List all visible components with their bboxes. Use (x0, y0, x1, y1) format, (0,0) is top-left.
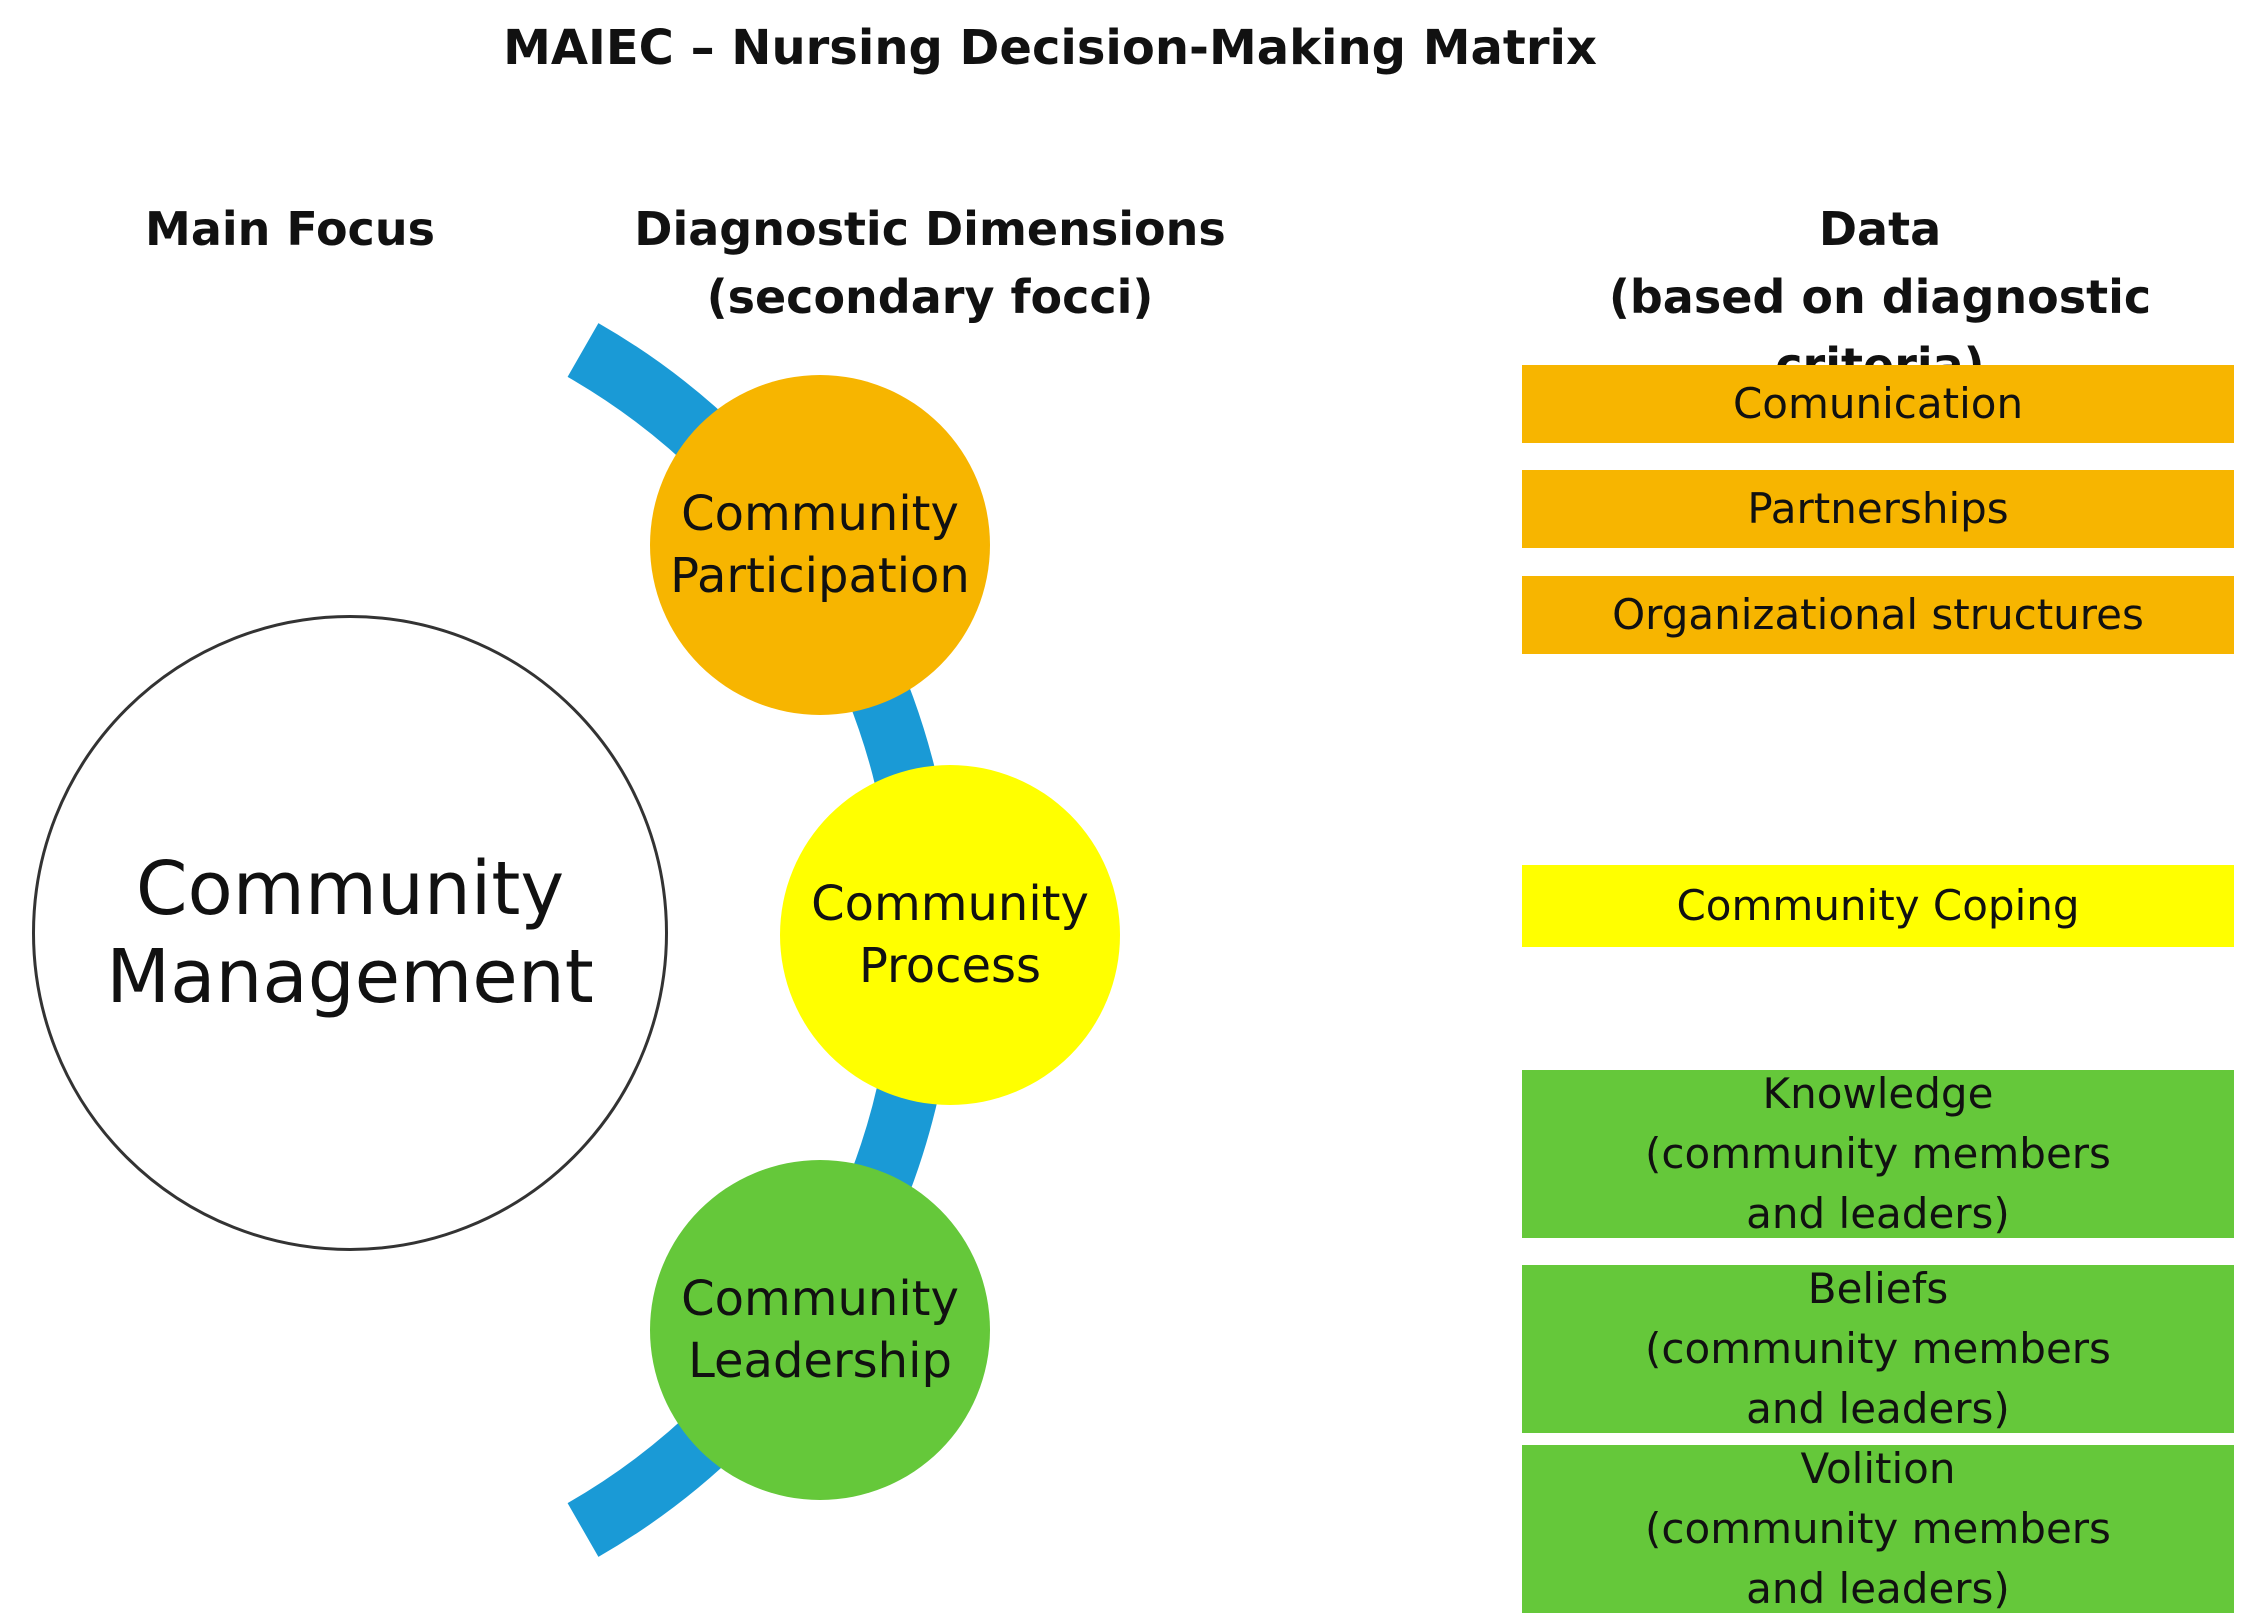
dimension-line1: Community (811, 876, 1089, 932)
header-data: Data (based on diagnostic criteria) (1510, 195, 2250, 399)
data-beliefs-label: Beliefs (1807, 1265, 1949, 1313)
main-focus-line2: Management (106, 934, 594, 1020)
dimension-line2: Leadership (688, 1333, 952, 1389)
dimension-line1: Community (681, 1271, 959, 1327)
data-beliefs: Beliefs (community members and leaders) (1522, 1265, 2234, 1433)
dimension-community-participation: Community Participation (650, 375, 990, 715)
data-organizational-structures: Organizational structures (1522, 576, 2234, 654)
main-focus-line1: Community (135, 846, 565, 932)
data-comunication: Comunication (1522, 365, 2234, 443)
dimension-line2: Participation (670, 548, 970, 604)
header-data-label: Data (1818, 202, 1942, 256)
data-volition: Volition (community members and leaders) (1522, 1445, 2234, 1613)
header-diagnostic-dimensions: Diagnostic Dimensions (secondary focci) (620, 195, 1240, 331)
header-dimensions-label: Diagnostic Dimensions (634, 202, 1226, 256)
data-community-coping: Community Coping (1522, 865, 2234, 947)
dimension-line2: Process (858, 938, 1042, 994)
data-volition-label: Volition (1800, 1445, 1956, 1493)
dimension-line1: Community (681, 486, 959, 542)
header-dimensions-sub: (secondary focci) (706, 270, 1154, 324)
data-knowledge: Knowledge (community members and leaders… (1522, 1070, 2234, 1238)
data-volition-detail: (community members and leaders) (1645, 1504, 2111, 1613)
data-knowledge-detail: (community members and leaders) (1645, 1129, 2111, 1238)
header-main-focus: Main Focus (145, 202, 435, 256)
data-beliefs-detail: (community members and leaders) (1645, 1324, 2111, 1433)
dimension-community-process: Community Process (780, 765, 1120, 1105)
dimension-community-leadership: Community Leadership (650, 1160, 990, 1500)
data-partnerships: Partnerships (1522, 470, 2234, 548)
main-focus-circle: Community Management (32, 615, 668, 1251)
data-knowledge-label: Knowledge (1762, 1070, 1994, 1118)
header-data-sub: (based on diagnostic criteria) (1608, 270, 2152, 392)
diagram-title: MAIEC – Nursing Decision-Making Matrix (503, 20, 1597, 76)
